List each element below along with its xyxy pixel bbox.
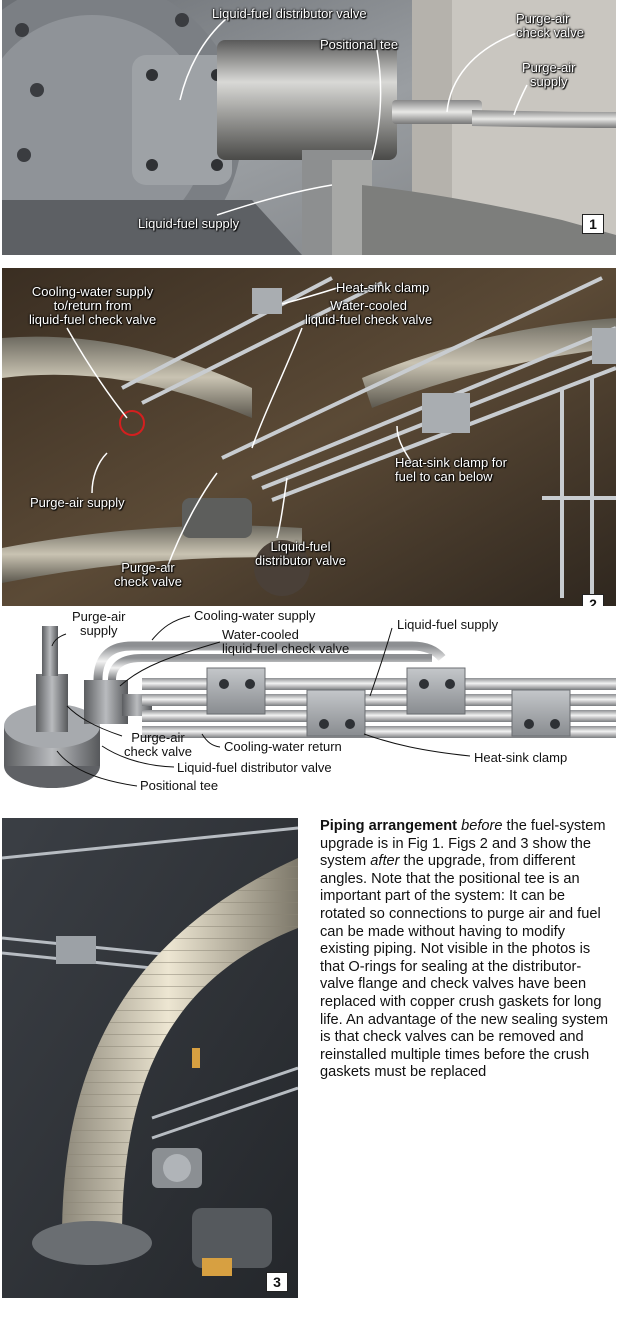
- fig2-label-distributor: Liquid-fuel distributor valve: [255, 539, 347, 568]
- fig3-label-purge-check: Purge-air check valve: [124, 730, 192, 759]
- fig1-label-distributor: Liquid-fuel distributor valve: [212, 6, 367, 21]
- fig3-label-fuel-supply: Liquid-fuel supply: [397, 617, 499, 632]
- caption-lead: Piping arrangement: [320, 818, 458, 834]
- fig2-label-cooling: Cooling-water supply to/return from liqu…: [29, 284, 157, 327]
- fig3-label-heat-sink: Heat-sink clamp: [474, 750, 568, 765]
- fig1-label-purge-supply: Purge-air supply: [522, 60, 576, 89]
- caption-after: after: [370, 853, 400, 870]
- fig3-label-purge-supply: Purge-air supply: [72, 609, 126, 638]
- fig2-label-heat-sink-below: Heat-sink clamp for fuel to can below: [395, 455, 507, 484]
- figure-3-image: [2, 818, 298, 1298]
- figure-2-photo: Cooling-water supply to/return from liqu…: [2, 268, 616, 612]
- fig3-label-cooling-supply: Cooling-water supply: [194, 608, 316, 623]
- caption-text-2: the upgrade, from different angles. Note…: [320, 853, 608, 1081]
- figure-1-number: 1: [582, 214, 604, 234]
- fig2-label-heat-sink: Heat-sink clamp: [336, 280, 430, 295]
- rendered-drawing: Purge-air supply Cooling-water supply Wa…: [2, 606, 616, 800]
- fig1-label-tee: Positional tee: [320, 37, 399, 52]
- fig3-label-water-cooled: Water-cooled liquid-fuel check valve: [222, 627, 350, 656]
- fig2-label-purge-supply: Purge-air supply: [30, 495, 125, 510]
- fig3-label-tee: Positional tee: [140, 778, 219, 793]
- fig3-label-cooling-return: Cooling-water return: [224, 739, 342, 754]
- fig1-label-fuel-supply: Liquid-fuel supply: [138, 216, 240, 231]
- figure-3-number: 3: [266, 1272, 288, 1292]
- caption-text-1: the fuel-system upgrade is in Fig 1. Fig…: [320, 818, 606, 870]
- fig3-label-distributor: Liquid-fuel distributor valve: [177, 760, 332, 775]
- figure-3-photo: 3: [2, 818, 298, 1298]
- figure-2-image: [2, 268, 616, 612]
- fig1-label-purge-check: Purge-air check valve: [516, 11, 584, 40]
- fig2-label-water-cooled: Water-cooled liquid-fuel check valve: [305, 298, 433, 327]
- caption: Piping arrangement before the fuel-syste…: [320, 818, 612, 1082]
- figure-1-photo: Liquid-fuel distributor valve Positional…: [2, 0, 616, 255]
- fig2-label-purge-check: Purge-air check valve: [114, 560, 182, 589]
- caption-before: before: [461, 818, 503, 834]
